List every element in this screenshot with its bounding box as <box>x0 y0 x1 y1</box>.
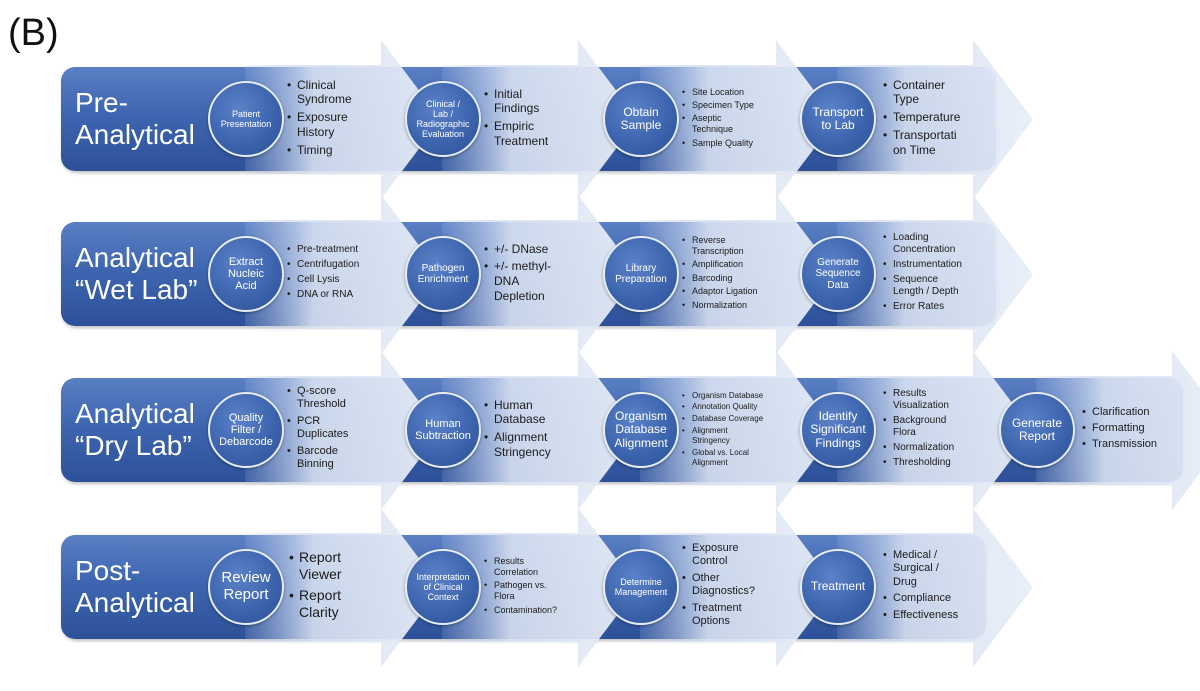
panel-label: (B) <box>8 12 59 54</box>
step-detail-item: Temperature <box>883 110 995 125</box>
step-detail-item: Report Clarity <box>289 587 401 621</box>
step-detail-item: Exposure Control <box>682 542 794 569</box>
step-circle: Quality Filter / Debarcode <box>208 392 284 468</box>
step-circle: Transport to Lab <box>800 81 876 157</box>
step-detail-item: Alignment Stringency <box>682 426 794 446</box>
step-detail-item: Exposure History <box>287 110 399 139</box>
step-details: +/- DNase +/- methyl- DNA Depletion <box>484 242 596 307</box>
step-detail-item: Loading Concentration <box>883 232 995 256</box>
band-title: Analytical “Dry Lab” <box>75 397 195 461</box>
step-detail-item: Clinical Syndrome <box>287 78 399 107</box>
step-detail-item: Normalization <box>883 442 995 454</box>
step-circle: Organism Database Alignment <box>603 392 679 468</box>
band-title: Analytical “Wet Lab” <box>75 241 198 305</box>
step-details: Pre-treatmentCentrifugationCell LysisDNA… <box>287 244 399 304</box>
step-detail-item: Q-score Threshold <box>287 385 399 412</box>
step-detail-item: Transmission <box>1082 438 1194 452</box>
step-details: Results CorrelationPathogen vs. FloraCon… <box>484 556 596 618</box>
step-circle: Review Report <box>208 549 284 625</box>
step-details: Initial FindingsEmpiric Treatment <box>484 87 596 152</box>
step-detail-item: Instrumentation <box>883 259 995 271</box>
step-detail-item: Contamination? <box>484 605 596 616</box>
step-detail-item: Aseptic Technique <box>682 113 794 135</box>
step-circle: Generate Report <box>999 392 1075 468</box>
step-circle: Treatment <box>800 549 876 625</box>
step-detail-item: Empiric Treatment <box>484 119 596 148</box>
step-detail-item: Database Coverage <box>682 414 794 424</box>
step-detail-item: +/- DNase <box>484 242 596 257</box>
step-circle: Clinical / Lab / Radiographic Evaluation <box>405 81 481 157</box>
step-details: ClarificationFormattingTransmission <box>1082 406 1194 455</box>
step-detail-item: Organism Database <box>682 391 794 401</box>
step-detail-item: Initial Findings <box>484 87 596 116</box>
step-details: Exposure ControlOther Diagnostics? Treatm… <box>682 542 794 632</box>
step-circle: Identify Significant Findings <box>800 392 876 468</box>
step-detail-item: Annotation Quality <box>682 402 794 412</box>
step-detail-item: PCR Duplicates <box>287 415 399 442</box>
step-details: Loading ConcentrationInstrumentationSequ… <box>883 232 995 316</box>
step-detail-item: Transportati on Time <box>883 128 995 157</box>
step-details: Organism DatabaseAnnotation QualityDatab… <box>682 391 794 470</box>
step-detail-item: Other Diagnostics? <box>682 572 794 599</box>
step-details: Reverse TranscriptionAmplificationBarcod… <box>682 235 794 313</box>
step-details: Report ViewerReport Clarity <box>289 549 401 625</box>
step-detail-item: Medical / Surgical / Drug <box>883 549 995 589</box>
step-detail-item: Barcoding <box>682 273 794 284</box>
step-detail-item: Sample Quality <box>682 138 794 149</box>
step-detail-item: Report Viewer <box>289 549 401 583</box>
step-detail-item: Pre-treatment <box>287 244 399 256</box>
step-detail-item: Formatting <box>1082 422 1194 436</box>
step-circle: Human Subtraction <box>405 392 481 468</box>
step-detail-item: Amplification <box>682 259 794 270</box>
step-detail-item: Cell Lysis <box>287 274 399 286</box>
step-detail-item: Error Rates <box>883 301 995 313</box>
step-detail-item: +/- methyl- DNA Depletion <box>484 259 596 303</box>
step-detail-item: Container Type <box>883 78 995 107</box>
band-title: Pre- Analytical <box>75 86 195 150</box>
step-detail-item: DNA or RNA <box>287 289 399 301</box>
step-circle: Extract Nucleic Acid <box>208 236 284 312</box>
step-detail-item: Results Visualization <box>883 388 995 412</box>
step-circle: Library Preparation <box>603 236 679 312</box>
step-details: Clinical SyndromeExposure HistoryTiming <box>287 78 399 161</box>
step-detail-item: Global vs. Local Alignment <box>682 448 794 468</box>
step-detail-item: Reverse Transcription <box>682 235 794 257</box>
step-detail-item: Effectiveness <box>883 609 995 623</box>
step-circle: Patient Presentation <box>208 81 284 157</box>
step-details: Q-score ThresholdPCR DuplicatesBarcode B… <box>287 385 399 475</box>
step-detail-item: Treatment Options <box>682 602 794 629</box>
band-title: Post- Analytical <box>75 554 195 618</box>
step-detail-item: Alignment Stringency <box>484 430 596 459</box>
step-detail-item: Results Correlation <box>484 556 596 578</box>
step-detail-item: Pathogen vs. Flora <box>484 580 596 602</box>
step-circle: Determine Management <box>603 549 679 625</box>
step-detail-item: Clarification <box>1082 406 1194 420</box>
step-details: Results VisualizationBackground FloraNor… <box>883 388 995 472</box>
step-detail-item: Normalization <box>682 300 794 311</box>
step-detail-item: Human Database <box>484 398 596 427</box>
step-detail-item: Site Location <box>682 87 794 98</box>
step-detail-item: Thresholding <box>883 457 995 469</box>
step-detail-item: Barcode Binning <box>287 445 399 472</box>
step-circle: Pathogen Enrichment <box>405 236 481 312</box>
step-detail-item: Adaptor Ligation <box>682 286 794 297</box>
step-detail-item: Specimen Type <box>682 100 794 111</box>
step-details: Medical / Surgical / DrugComplianceEffec… <box>883 549 995 625</box>
step-details: Site LocationSpecimen TypeAseptic Techni… <box>682 87 794 152</box>
step-circle: Obtain Sample <box>603 81 679 157</box>
step-details: Container TypeTemperatureTransportati on… <box>883 78 995 161</box>
step-detail-item: Centrifugation <box>287 259 399 271</box>
step-detail-item: Timing <box>287 143 399 158</box>
step-detail-item: Sequence Length / Depth <box>883 274 995 298</box>
step-circle: Generate Sequence Data <box>800 236 876 312</box>
step-detail-item: Background Flora <box>883 415 995 439</box>
step-circle: Interpretation of Clinical Context <box>405 549 481 625</box>
step-detail-item: Compliance <box>883 592 995 606</box>
